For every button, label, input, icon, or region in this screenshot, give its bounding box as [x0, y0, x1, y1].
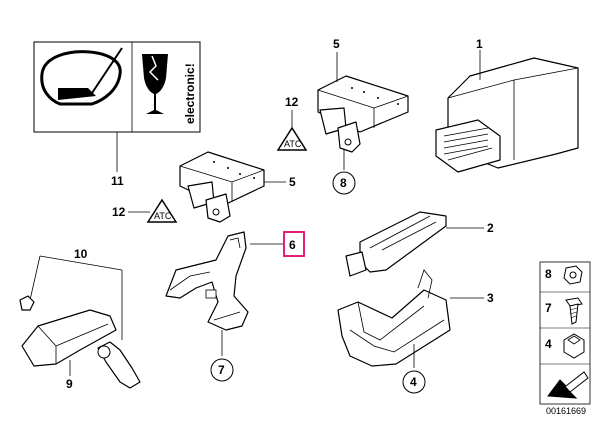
hardware-legend: 8 7 4 [539, 261, 591, 405]
screw-icon [565, 297, 583, 325]
part-label-5-lower: 5 [289, 175, 296, 189]
arrow-icon [547, 371, 589, 399]
legend-label-8: 8 [545, 267, 552, 281]
fragile-glass-icon [142, 54, 168, 114]
callout-4: 4 [410, 375, 417, 389]
warning-triangle-icon[interactable]: ATC [146, 198, 178, 223]
clip-nut-icon [563, 333, 585, 359]
holder-part-3[interactable] [337, 269, 451, 367]
part-label-10: 10 [74, 247, 88, 261]
svg-text:ATC: ATC [284, 139, 302, 149]
part-label-12-upper: 12 [285, 95, 299, 109]
warning-label-part-11[interactable]: electronic! [33, 41, 201, 133]
highlight-box-6 [283, 231, 305, 257]
tire-icon [40, 47, 123, 106]
control-unit-part-1[interactable] [435, 57, 579, 173]
part-label-12-lower: 12 [112, 205, 126, 219]
nut-icon [563, 265, 583, 285]
part-label-2: 2 [487, 221, 494, 235]
warning-triangle-icon[interactable]: ATC [276, 126, 308, 151]
callout-8: 8 [340, 176, 347, 190]
part-label-5-upper: 5 [333, 37, 340, 51]
callout-7: 7 [218, 363, 225, 377]
diagram-number: 00161669 [546, 406, 586, 416]
svg-text:ATC: ATC [154, 211, 172, 221]
warning-label-text: electronic! [183, 63, 197, 124]
legend-label-4: 4 [545, 337, 552, 351]
antenna-module-part-2[interactable] [345, 211, 447, 277]
sensor-unit-upper-part-5[interactable] [317, 75, 409, 153]
part-label-1: 1 [476, 37, 483, 51]
tire-pressure-sensor-part-9[interactable] [19, 295, 141, 389]
bracket-part-6[interactable] [165, 231, 249, 331]
legend-label-7: 7 [545, 301, 552, 315]
part-label-9: 9 [66, 377, 73, 391]
part-label-11: 11 [111, 174, 124, 188]
sensor-unit-lower-part-5[interactable] [179, 151, 265, 223]
part-label-6: 6 [289, 238, 296, 252]
part-label-3: 3 [487, 291, 494, 305]
